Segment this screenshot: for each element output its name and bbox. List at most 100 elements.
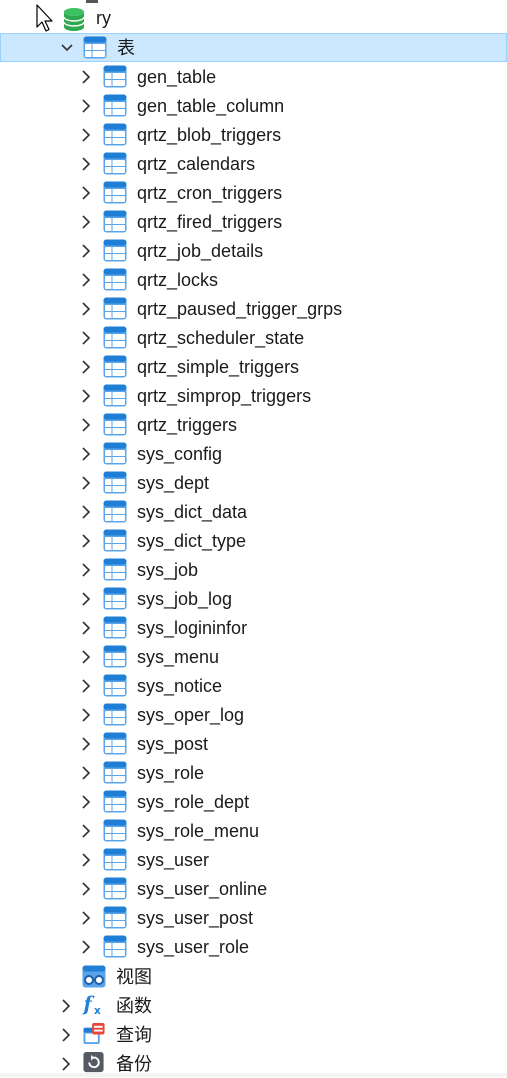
chevron-down-icon[interactable]: [58, 39, 76, 57]
table-row[interactable]: qrtz_paused_trigger_grps: [0, 294, 507, 323]
table-icon: [103, 703, 127, 726]
chevron-right-icon[interactable]: [57, 997, 75, 1015]
chevron-right-icon[interactable]: [77, 561, 95, 579]
table-row[interactable]: sys_user_online: [0, 874, 507, 903]
function-fx-icon: f x: [82, 993, 101, 1016]
chevron-right-icon[interactable]: [77, 97, 95, 115]
table-row[interactable]: sys_logininfor: [0, 613, 507, 642]
chevron-right-icon[interactable]: [77, 68, 95, 86]
table-icon: [103, 384, 127, 407]
bottom-edge: [0, 1073, 507, 1077]
chevron-right-icon[interactable]: [77, 329, 95, 347]
table-name-label: sys_dict_data: [137, 502, 248, 522]
chevron-right-icon[interactable]: [77, 764, 95, 782]
chevron-right-icon[interactable]: [77, 851, 95, 869]
chevron-right-icon[interactable]: [77, 880, 95, 898]
table-row[interactable]: sys_role: [0, 758, 507, 787]
table-row[interactable]: sys_config: [0, 439, 507, 468]
table-name-label: gen_table_column: [137, 96, 285, 116]
query-icon: [83, 1022, 105, 1045]
chevron-right-icon[interactable]: [77, 416, 95, 434]
tree-node-tables-folder[interactable]: 表: [0, 33, 507, 62]
table-name-label: sys_post: [137, 734, 209, 754]
table-icon: [103, 674, 127, 697]
table-row[interactable]: sys_post: [0, 729, 507, 758]
chevron-right-icon[interactable]: [77, 648, 95, 666]
table-row[interactable]: qrtz_locks: [0, 265, 507, 294]
chevron-right-icon[interactable]: [77, 619, 95, 637]
chevron-right-icon[interactable]: [77, 184, 95, 202]
table-folder-icon: [83, 36, 107, 59]
tree-node-backups[interactable]: 备份: [0, 1049, 507, 1078]
table-name-label: sys_notice: [137, 676, 223, 696]
chevron-right-icon[interactable]: [77, 590, 95, 608]
chevron-right-icon[interactable]: [77, 793, 95, 811]
tree-node-queries[interactable]: 查询: [0, 1020, 507, 1049]
table-row[interactable]: qrtz_triggers: [0, 410, 507, 439]
chevron-right-icon[interactable]: [77, 677, 95, 695]
table-row[interactable]: qrtz_simprop_triggers: [0, 381, 507, 410]
table-row[interactable]: qrtz_cron_triggers: [0, 178, 507, 207]
tree-node-functions[interactable]: f x 函数: [0, 991, 507, 1020]
table-icon: [103, 326, 127, 349]
table-row[interactable]: qrtz_fired_triggers: [0, 207, 507, 236]
table-row[interactable]: sys_dict_data: [0, 497, 507, 526]
table-row[interactable]: qrtz_scheduler_state: [0, 323, 507, 352]
table-icon: [103, 587, 127, 610]
chevron-right-icon[interactable]: [77, 387, 95, 405]
table-icon: [103, 558, 127, 581]
table-row[interactable]: sys_notice: [0, 671, 507, 700]
table-row[interactable]: sys_user: [0, 845, 507, 874]
chevron-right-icon[interactable]: [77, 242, 95, 260]
table-icon: [103, 645, 127, 668]
table-icon: [103, 529, 127, 552]
table-name-label: sys_role_menu: [137, 821, 260, 841]
chevron-right-icon[interactable]: [77, 445, 95, 463]
tree-node-views[interactable]: 视图: [0, 962, 507, 991]
chevron-right-icon[interactable]: [77, 126, 95, 144]
table-icon: [103, 239, 127, 262]
table-row[interactable]: qrtz_blob_triggers: [0, 120, 507, 149]
chevron-right-icon[interactable]: [57, 1055, 75, 1073]
table-row[interactable]: qrtz_calendars: [0, 149, 507, 178]
table-name-label: sys_user_post: [137, 908, 254, 928]
chevron-right-icon[interactable]: [77, 532, 95, 550]
table-row[interactable]: sys_job: [0, 555, 507, 584]
table-row[interactable]: sys_oper_log: [0, 700, 507, 729]
table-row[interactable]: sys_user_role: [0, 932, 507, 961]
chevron-right-icon[interactable]: [77, 706, 95, 724]
table-row[interactable]: qrtz_job_details: [0, 236, 507, 265]
chevron-right-icon[interactable]: [77, 213, 95, 231]
chevron-right-icon[interactable]: [57, 1026, 75, 1044]
table-row[interactable]: sys_user_post: [0, 903, 507, 932]
chevron-right-icon[interactable]: [77, 735, 95, 753]
table-icon: [103, 152, 127, 175]
table-icon: [103, 181, 127, 204]
chevron-right-icon[interactable]: [77, 358, 95, 376]
table-row[interactable]: sys_job_log: [0, 584, 507, 613]
chevron-right-icon[interactable]: [77, 909, 95, 927]
table-row[interactable]: sys_dept: [0, 468, 507, 497]
chevron-right-icon[interactable]: [77, 271, 95, 289]
table-row[interactable]: sys_role_menu: [0, 816, 507, 845]
table-icon: [103, 442, 127, 465]
table-row[interactable]: gen_table: [0, 62, 507, 91]
chevron-right-icon[interactable]: [77, 474, 95, 492]
table-row[interactable]: gen_table_column: [0, 91, 507, 120]
tree-node-database-ry[interactable]: ry: [0, 4, 507, 33]
chevron-right-icon[interactable]: [77, 155, 95, 173]
chevron-right-icon[interactable]: [77, 300, 95, 318]
table-row[interactable]: sys_role_dept: [0, 787, 507, 816]
chevron-right-icon[interactable]: [77, 938, 95, 956]
chevron-right-icon[interactable]: [77, 822, 95, 840]
table-row[interactable]: sys_dict_type: [0, 526, 507, 555]
chevron-right-icon[interactable]: [77, 503, 95, 521]
table-icon: [103, 297, 127, 320]
table-row[interactable]: sys_menu: [0, 642, 507, 671]
table-row[interactable]: qrtz_simple_triggers: [0, 352, 507, 381]
previous-item-fragment: [86, 0, 98, 3]
table-name-label: sys_oper_log: [137, 705, 245, 725]
table-icon: [103, 935, 127, 958]
table-icon: [103, 848, 127, 871]
